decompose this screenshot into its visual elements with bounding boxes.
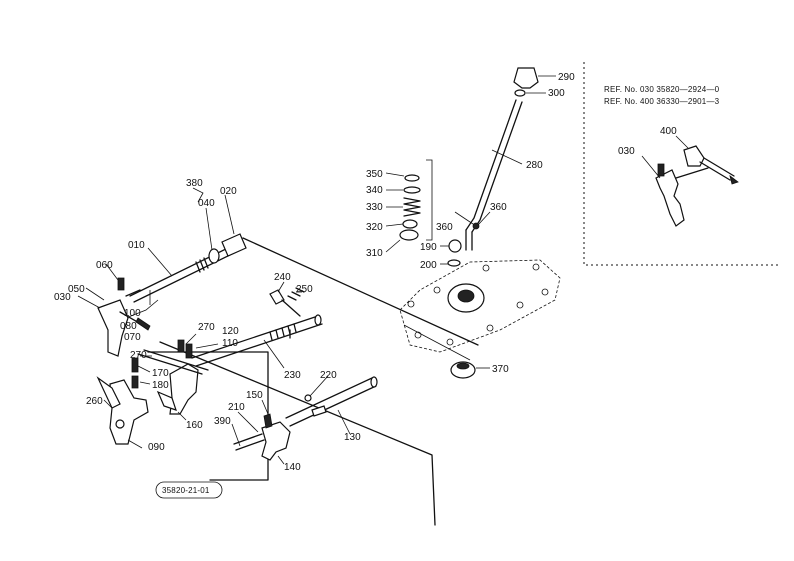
- shaft-230: [177, 314, 323, 369]
- label-340: 340: [366, 185, 383, 196]
- shift-rod-010: [125, 187, 247, 319]
- lever-base-parts: [440, 211, 491, 267]
- label-230: 230: [284, 370, 301, 381]
- label-040: 040: [198, 198, 215, 209]
- label-140: 140: [284, 462, 301, 473]
- label-380: 380: [186, 178, 203, 189]
- label-180: 180: [152, 380, 169, 391]
- label-080: 080: [120, 321, 137, 332]
- label-200: 200: [420, 260, 437, 271]
- label-160: 160: [186, 420, 203, 431]
- label-310: 310: [366, 248, 383, 259]
- seal-370: [450, 361, 490, 379]
- label-030: 030: [54, 292, 71, 303]
- diagram-code: 35820-21-01: [162, 486, 210, 495]
- label-inset-030: 030: [618, 146, 635, 157]
- reference-line-2: REF. No. 400 36330—2901—3: [604, 97, 720, 106]
- label-270-upper: 270: [198, 322, 215, 333]
- fork-assembly-090: [96, 349, 209, 449]
- label-090: 090: [148, 442, 165, 453]
- lever-knob: [513, 67, 539, 89]
- reference-block: REF. No. 030 35820—2924—0 REF. No. 400 3…: [604, 85, 720, 106]
- label-170: 170: [152, 368, 169, 379]
- label-360-right: 360: [490, 202, 507, 213]
- label-360-left: 360: [436, 222, 453, 233]
- label-050: 050: [68, 284, 85, 295]
- label-190: 190: [420, 242, 437, 253]
- shaft-130: [231, 375, 378, 465]
- fork-assembly-030: [77, 263, 151, 357]
- label-010: 010: [128, 240, 145, 251]
- label-400: 400: [660, 126, 677, 137]
- reference-line-1: REF. No. 030 35820—2924—0: [604, 85, 720, 94]
- label-350: 350: [366, 169, 383, 180]
- label-060: 060: [96, 260, 113, 271]
- diagram-code-badge: 35820-21-01: [155, 481, 223, 499]
- label-020: 020: [220, 186, 237, 197]
- label-150: 150: [246, 390, 263, 401]
- label-220: 220: [320, 370, 337, 381]
- label-290: 290: [558, 72, 575, 83]
- label-100: 100: [124, 308, 141, 319]
- label-300: 300: [548, 88, 565, 99]
- label-250: 250: [296, 284, 313, 295]
- label-110: 110: [222, 338, 238, 349]
- label-210: 210: [228, 402, 245, 413]
- inset-fork-assembly: [641, 135, 739, 227]
- label-240: 240: [274, 272, 291, 283]
- shift-lever: [465, 67, 556, 251]
- label-120: 120: [222, 326, 239, 337]
- label-390: 390: [214, 416, 231, 427]
- label-260: 260: [86, 396, 103, 407]
- label-070: 070: [124, 332, 141, 343]
- label-270-lower: 270: [130, 350, 147, 361]
- housing-cover: [399, 259, 561, 353]
- label-370: 370: [492, 364, 509, 375]
- part-labels: 010 020 030 040 050 060 070 080 090 100 …: [54, 72, 677, 473]
- label-130: 130: [344, 432, 361, 443]
- bolt-240: [269, 281, 305, 317]
- label-330: 330: [366, 202, 383, 213]
- label-280: 280: [526, 160, 543, 171]
- label-320: 320: [366, 222, 383, 233]
- spring-stack: [385, 159, 433, 253]
